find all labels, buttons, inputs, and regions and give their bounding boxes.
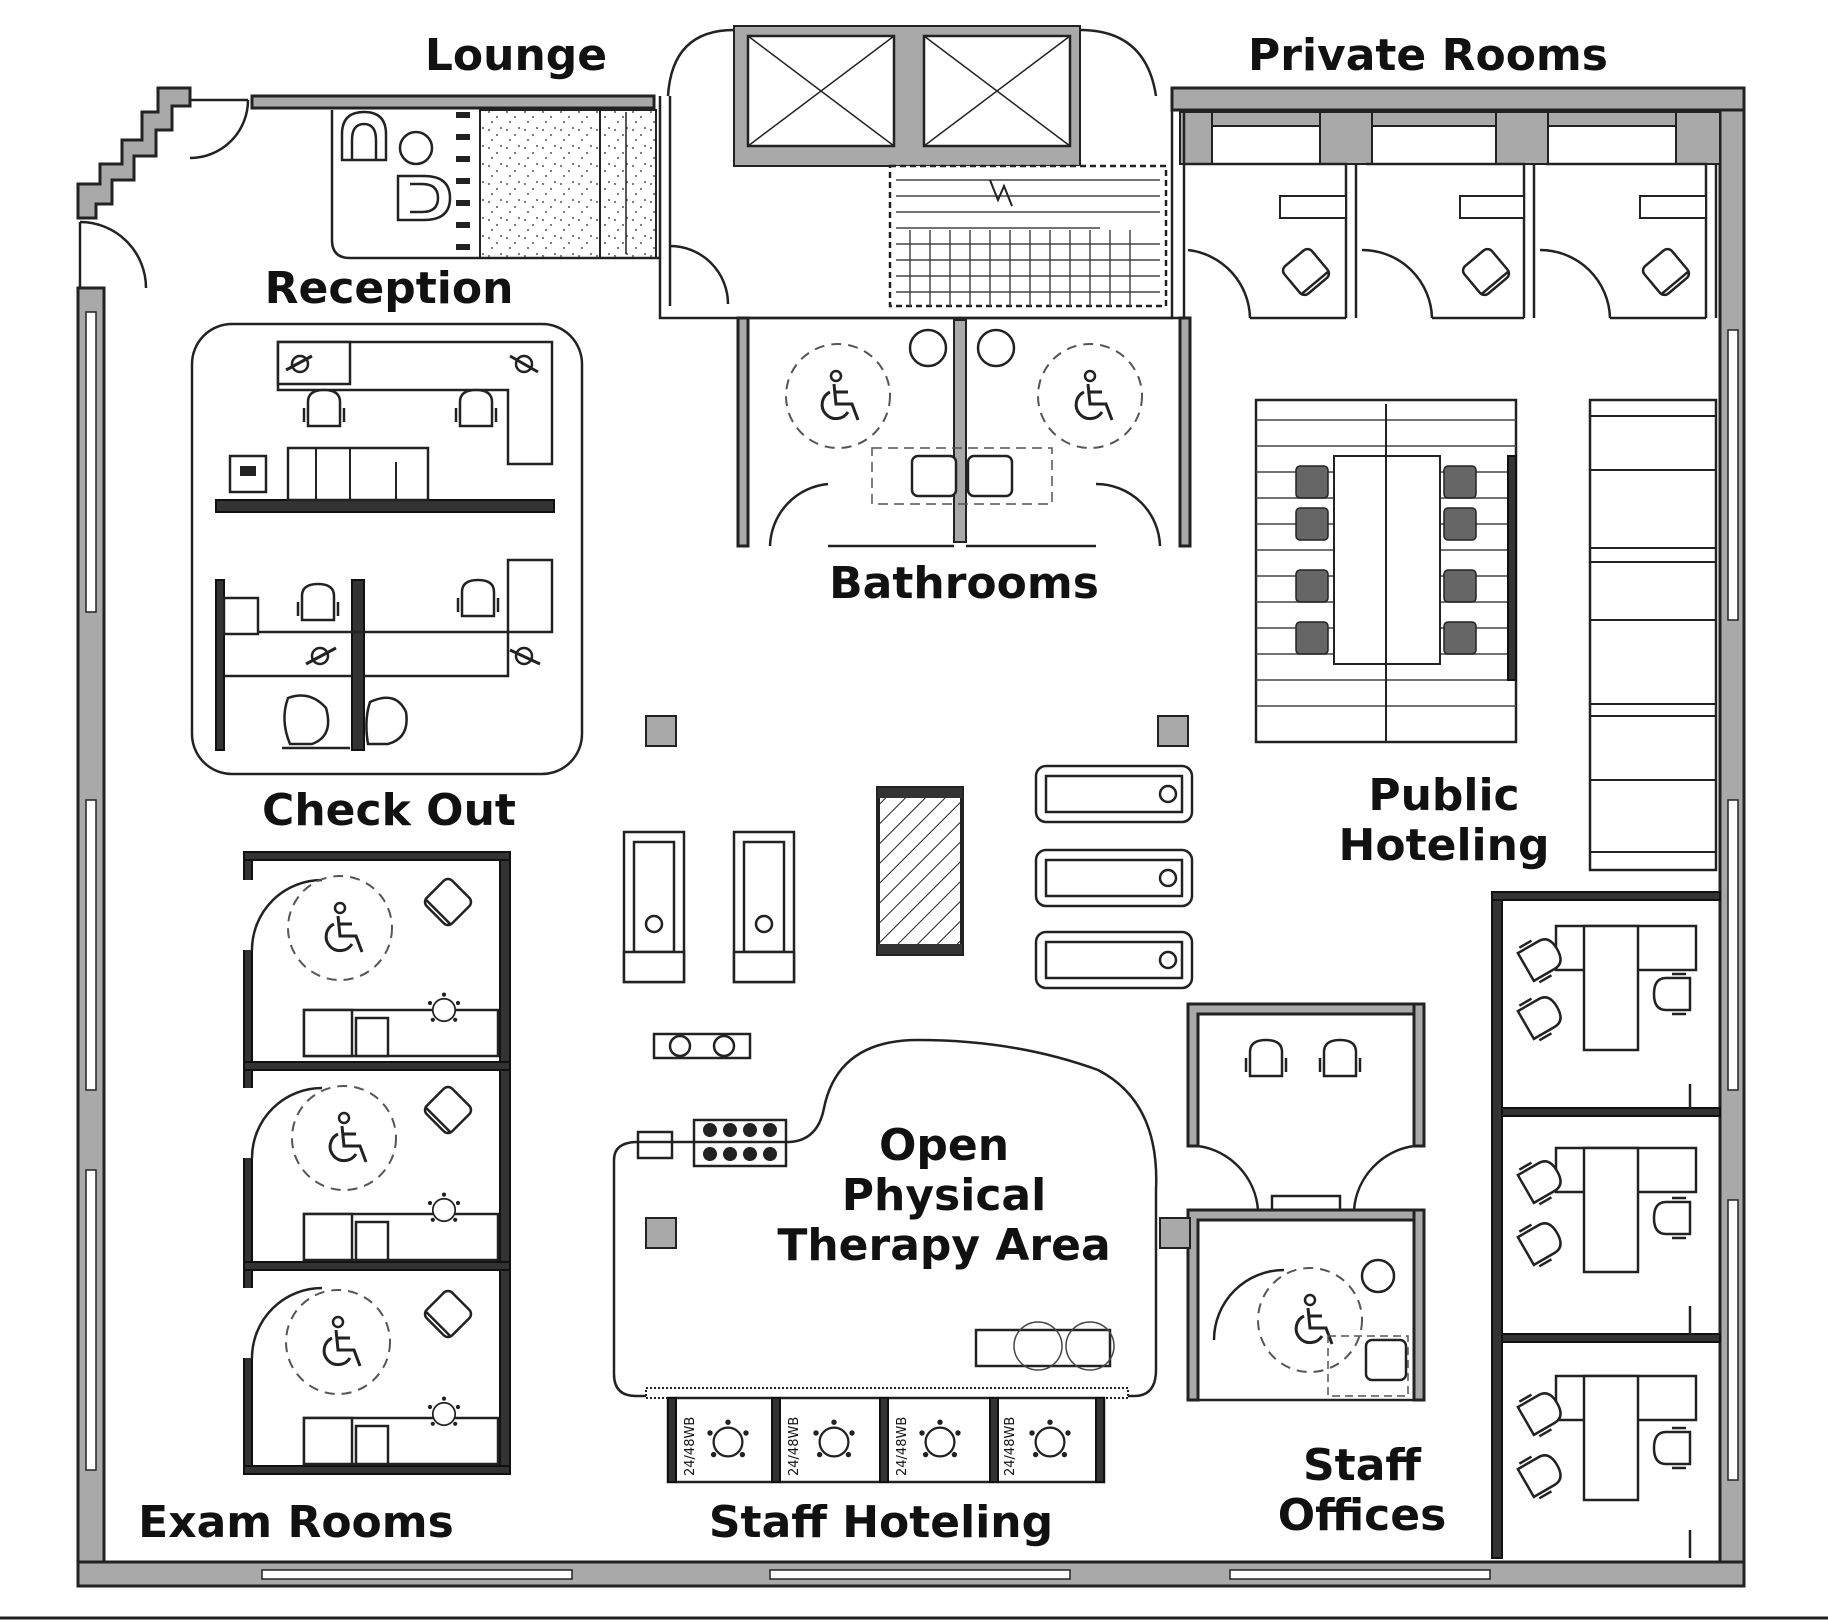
column [645,1217,677,1249]
toilet-icon [976,328,1016,368]
column [645,715,677,747]
chair-icon [302,388,346,428]
label-public-hoteling-2: Hoteling [1339,820,1550,871]
bathrooms [736,316,1192,548]
chair-icon [1244,1038,1288,1078]
label-reception: Reception [265,263,514,314]
chair-icon [1652,1426,1692,1470]
chair-icon [1318,1038,1362,1078]
chair-icon [396,174,452,222]
staff-offices [1159,891,1721,1559]
treadmill-icon [732,830,796,984]
workstation-tag: 24/48WB [1003,1417,1018,1476]
label-open-pt-3: Therapy Area [777,1220,1110,1271]
wheelchair-icon [820,369,860,422]
chair-icon [1279,245,1333,299]
label-public-hoteling-1: Public [1368,770,1519,821]
label-staff-offices-1: Staff [1303,1440,1422,1491]
sink-icon [1364,1338,1408,1382]
toilet-icon [908,328,948,368]
label-staff-hoteling: Staff Hoteling [709,1497,1053,1548]
label-lounge: Lounge [425,30,607,81]
chair-icon [456,578,500,618]
wheelchair-icon [328,1111,368,1164]
chair-icon [1514,1446,1569,1502]
exam-rooms [240,851,511,1475]
chair-icon [1459,245,1513,299]
sink-icon [910,454,958,498]
private-rooms [1179,111,1721,320]
lounge-area [330,109,660,260]
reception-area [190,322,584,776]
chair-icon [340,110,388,162]
chair-icon [421,1083,475,1137]
wheelchair-icon [1074,369,1114,422]
wheelchair-icon [324,901,364,954]
chair-icon [1652,972,1692,1016]
chair-icon [421,875,475,929]
wheelchair-icon [1294,1293,1334,1346]
staff-hoteling: 24/48WB 24/48WB 24/48WB 24/48WB [645,1387,1129,1484]
core [658,25,1174,320]
chair-icon [1514,988,1569,1044]
chair-icon [1639,245,1693,299]
chair-icon [283,694,330,746]
workstation-tag: 24/48WB [787,1417,802,1476]
workstation-tag: 24/48WB [683,1417,698,1476]
chair-icon [454,388,498,428]
chair-icon [421,1287,475,1341]
chair-icon [296,582,340,622]
label-exam-rooms: Exam Rooms [138,1497,454,1548]
label-check-out: Check Out [262,785,516,836]
treadmill-icon [622,830,686,984]
column [1157,715,1189,747]
exterior-walls [76,86,1746,1588]
workstation-tag: 24/48WB [895,1417,910,1476]
chair-icon [1652,1196,1692,1240]
label-private-rooms: Private Rooms [1248,30,1608,81]
public-hoteling [1254,398,1718,872]
label-open-pt-2: Physical [842,1170,1046,1221]
label-open-pt-1: Open [879,1120,1009,1171]
label-bathrooms: Bathrooms [829,558,1099,609]
toilet-icon [1360,1258,1396,1294]
wheelchair-icon [322,1315,362,1368]
pt-equipment [612,764,1194,1398]
sink-icon [966,454,1014,498]
chair-icon [1514,1214,1569,1270]
label-staff-offices-2: Offices [1278,1490,1447,1541]
stairs-icon [888,164,1168,308]
chair-icon [365,696,408,746]
